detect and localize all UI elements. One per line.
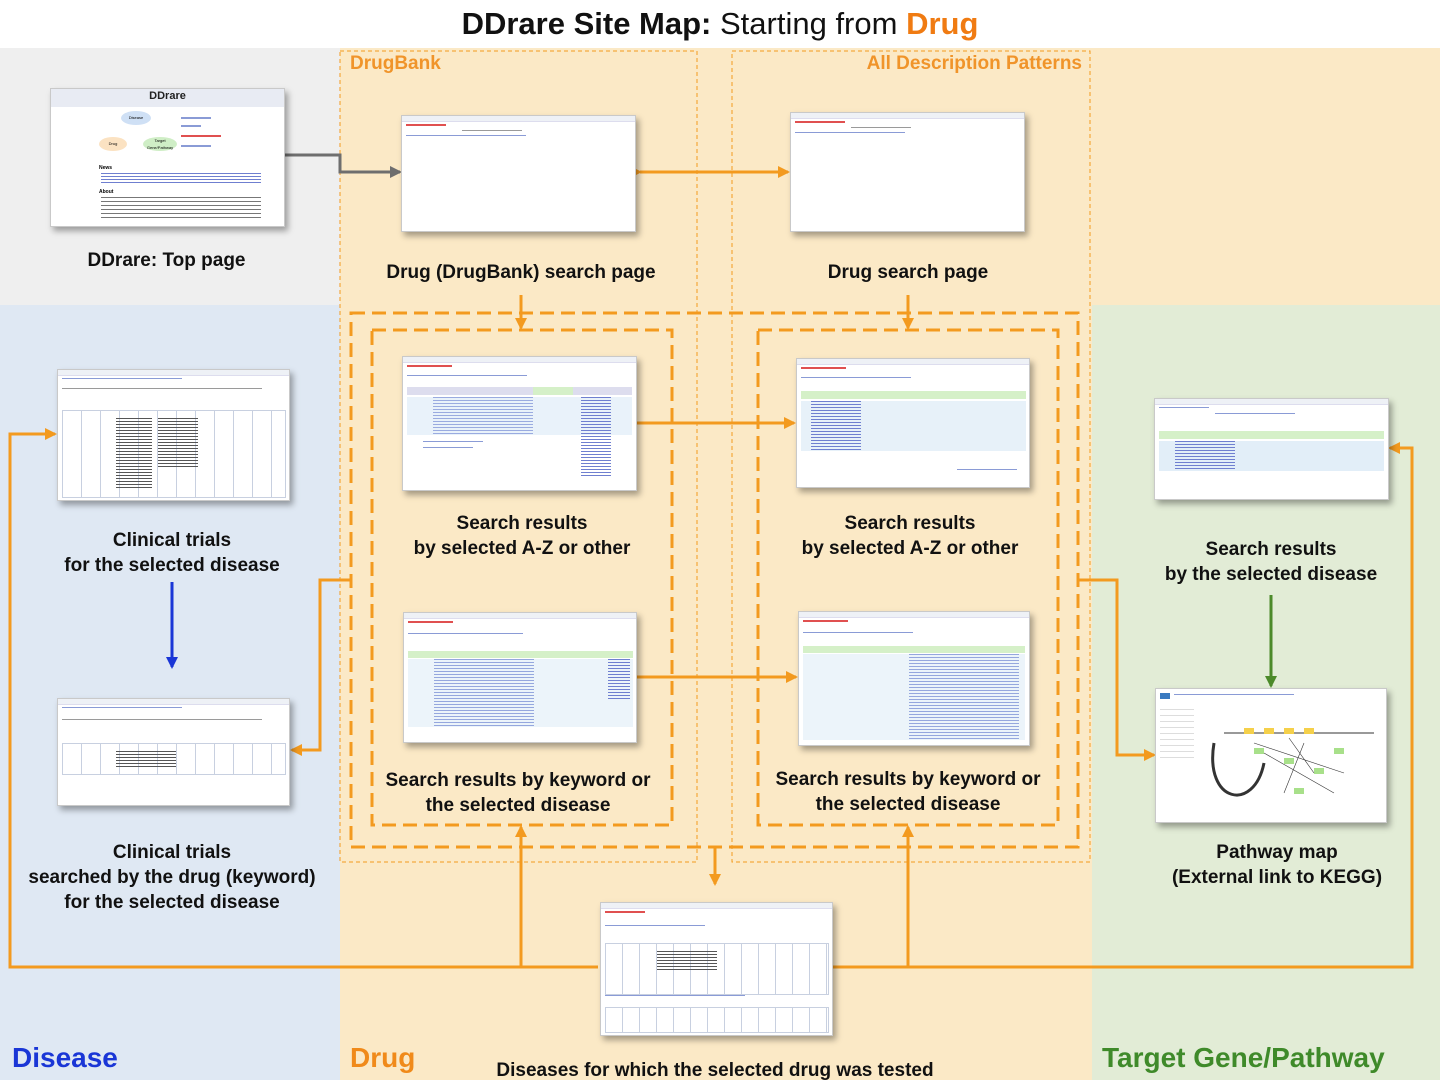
results-kw-left-label-line1: Search results by keyword or (385, 770, 651, 791)
pathway-map-thumbnail[interactable] (1155, 688, 1387, 823)
results-kw-left-label-line2: the selected disease (425, 795, 611, 816)
results-kw-right-label-line2: the selected disease (815, 794, 1001, 815)
clinical-disease-label: Clinical trials for the selected disease (20, 528, 324, 578)
about-heading: About (99, 189, 114, 195)
drugbank-search-label: Drug (DrugBank) search page (386, 262, 656, 283)
drug-search-thumbnail[interactable] (790, 112, 1025, 232)
top-page-thumb-title: DDrare (51, 89, 284, 107)
drug-bubble: Drug (99, 137, 127, 151)
results-kw-left-thumbnail[interactable] (403, 612, 637, 743)
clinical-disease-thumbnail[interactable] (57, 369, 290, 501)
diseases-tested-thumbnail[interactable] (600, 902, 833, 1036)
arrow-group-to-clinical-drug (290, 578, 351, 756)
drug-search-label: Drug search page (827, 262, 989, 283)
drugbank-section-label: DrugBank (350, 53, 441, 74)
clinical-drug-label-line1: Clinical trials (112, 842, 232, 863)
target-region-label: Target Gene/Pathway (1102, 1042, 1385, 1073)
target-bubble: Target Gene/Pathway (143, 137, 177, 151)
disease-region-label: Disease (12, 1042, 118, 1073)
pathway-diagram (1211, 728, 1374, 797)
target-results-label: Search results by the selected disease (1120, 537, 1422, 587)
results-kw-right-label-line1: Search results by keyword or (775, 769, 1041, 790)
target-results-label-line1: Search results (1205, 539, 1337, 560)
drug-region-label: Drug (350, 1042, 416, 1073)
results-az-right-label: Search results by selected A-Z or other (760, 511, 1060, 561)
arrow-loop-left (8, 428, 598, 969)
pathway-map-label-line1: Pathway map (1216, 842, 1338, 863)
results-az-right-label-line2: by selected A-Z or other (801, 538, 1019, 559)
arrow-top-to-drugbank (284, 153, 402, 178)
clinical-drug-label-line2: searched by the drug (keyword) (28, 867, 316, 888)
news-heading: News (99, 165, 113, 171)
title-highlight: Drug (906, 6, 979, 41)
results-az-right-label-line1: Search results (844, 513, 976, 534)
top-page-thumbnail[interactable]: DDrare Disease Drug Target Gene/Pathway … (50, 88, 285, 227)
all-patterns-section-box (731, 50, 1091, 863)
results-az-left-label: Search results by selected A-Z or other (372, 511, 672, 561)
pathway-map-label: Pathway map (External link to KEGG) (1120, 840, 1434, 890)
all-patterns-section-label: All Description Patterns (866, 53, 1082, 74)
target-results-label-line2: by the selected disease (1164, 564, 1378, 585)
results-az-left-thumbnail[interactable] (402, 356, 637, 491)
pathway-map-label-line2: (External link to KEGG) (1171, 867, 1383, 888)
clinical-disease-label-line2: for the selected disease (64, 555, 280, 576)
arrow-loop-right (832, 442, 1414, 969)
top-page-label: DDrare: Top page (87, 250, 246, 271)
results-kw-right-label: Search results by keyword or the selecte… (752, 767, 1064, 817)
results-kw-right-thumbnail[interactable] (798, 611, 1030, 746)
diagram-title: DDrare Site Map: Starting from Drug (461, 6, 979, 41)
disease-bubble: Disease (121, 111, 151, 125)
diseases-tested-label: Diseases for which the selected drug was… (496, 1060, 934, 1081)
clinical-drug-label: Clinical trials searched by the drug (ke… (10, 840, 334, 915)
results-az-left-label-line2: by selected A-Z or other (413, 538, 631, 559)
drugbank-section-box (339, 50, 698, 863)
arrow-group-to-pathway (1078, 578, 1156, 761)
drugbank-search-thumbnail[interactable] (401, 115, 636, 232)
clinical-drug-label-line3: for the selected disease (64, 892, 280, 913)
results-az-right-thumbnail[interactable] (796, 358, 1030, 488)
results-kw-left-label: Search results by keyword or the selecte… (362, 768, 674, 818)
clinical-drug-thumbnail[interactable] (57, 698, 290, 806)
results-az-left-label-line1: Search results (456, 513, 588, 534)
top-right-band-bg (1092, 48, 1440, 305)
target-results-thumbnail[interactable] (1154, 398, 1389, 500)
clinical-disease-label-line1: Clinical trials (112, 530, 232, 551)
